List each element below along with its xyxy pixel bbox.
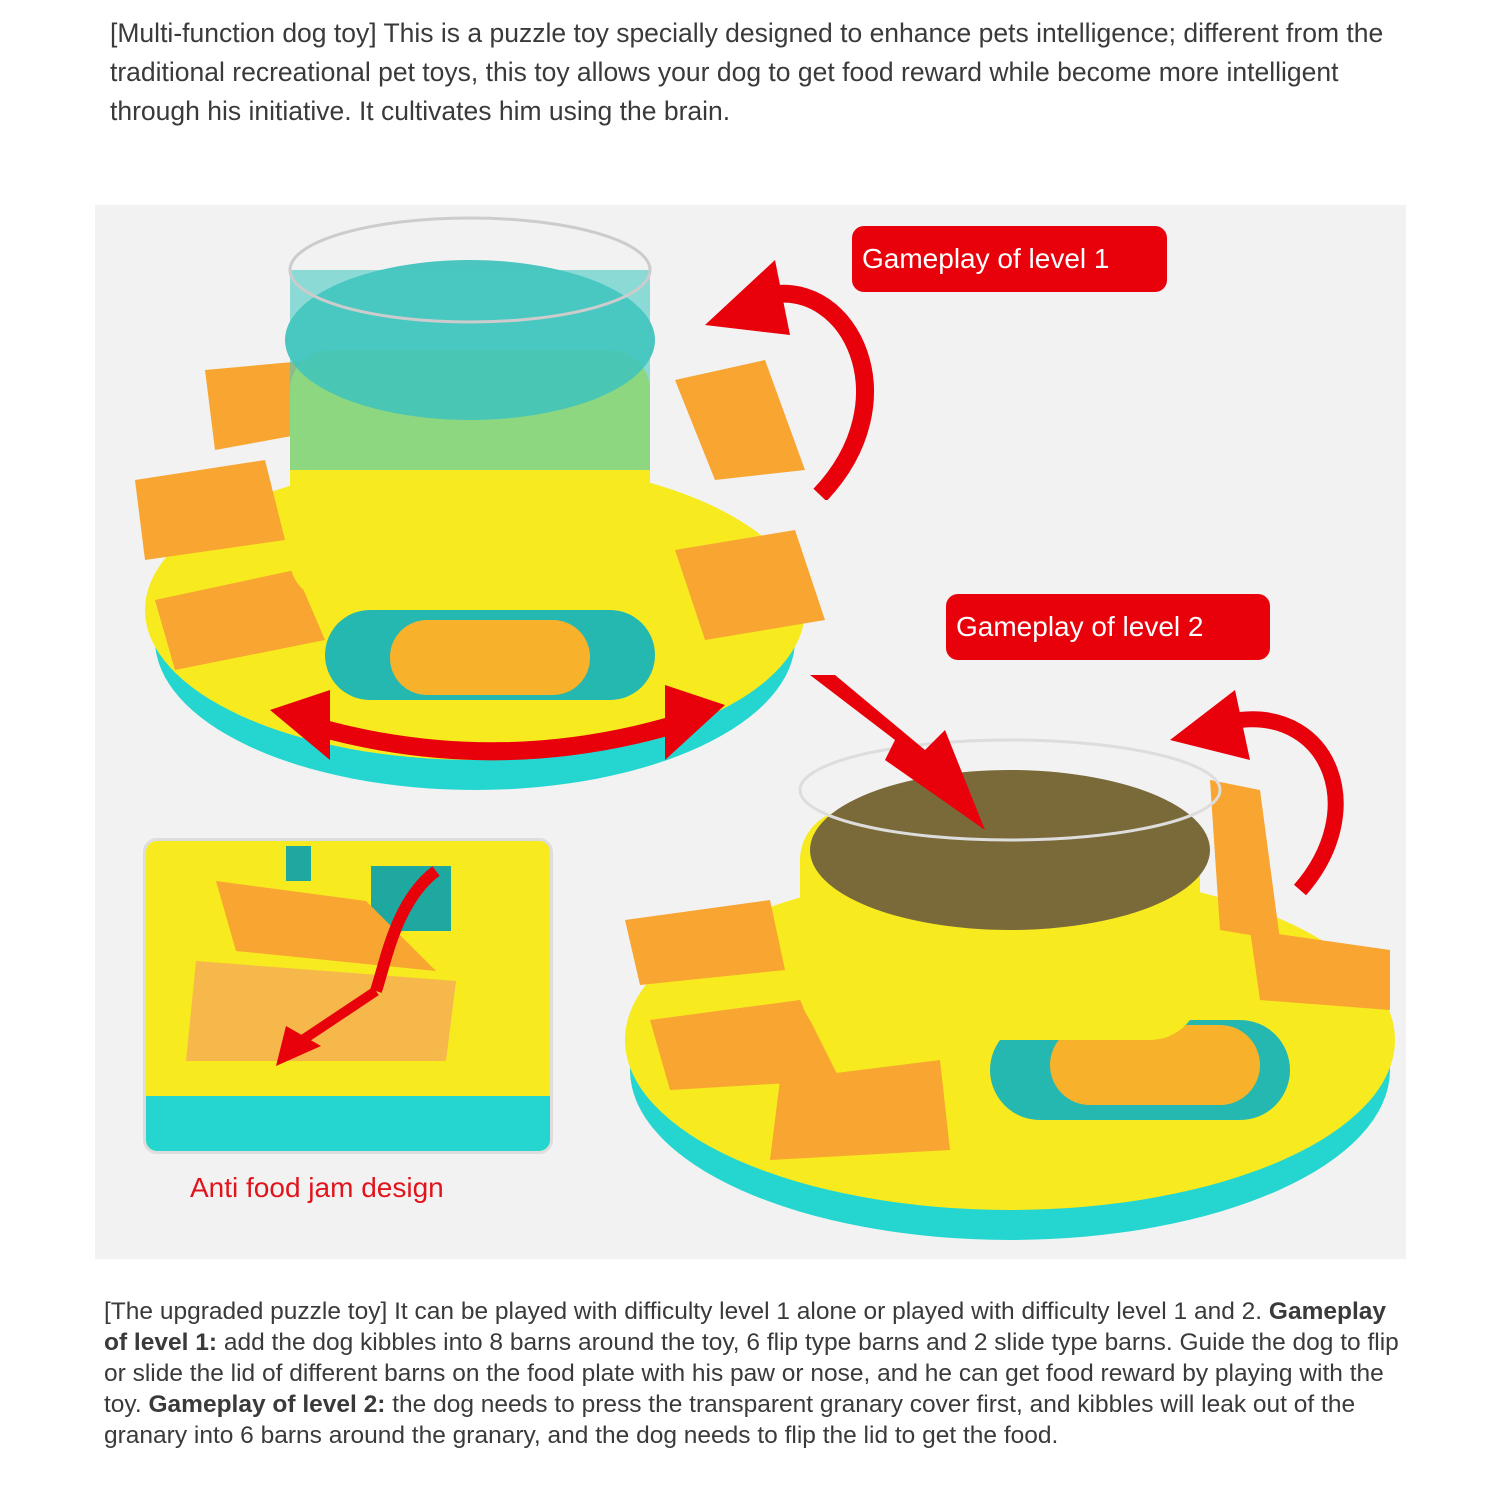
anti-jam-detail-image: [143, 838, 553, 1154]
description-text: [The upgraded puzzle toy] It can be play…: [104, 1296, 1404, 1451]
description-part2: add the dog kibbles into 8 barns around …: [104, 1329, 1399, 1418]
arrow-icon-level2-press: [810, 675, 985, 830]
arrow-icon-level2-flip: [1170, 690, 1344, 896]
description-part3: the dog needs to press the transparent g…: [104, 1391, 1356, 1449]
description-part1: [The upgraded puzzle toy] It can be play…: [104, 1298, 1269, 1325]
arrow-icon-level1-flip: [705, 260, 874, 500]
label-anti-food-jam: Anti food jam design: [190, 1172, 444, 1203]
description-heading-level2: Gameplay of level 2:: [148, 1391, 386, 1418]
intro-text: [Multi-function dog toy] This is a puzzl…: [110, 18, 1384, 126]
description-heading-level1: Gameplay of level 1:: [104, 1298, 1387, 1356]
label-gameplay-level2: Gameplay of level 2: [946, 594, 1270, 660]
toy-level1-illustration: [135, 216, 825, 790]
label-gameplay-level1: Gameplay of level 1: [852, 226, 1167, 292]
arrow-icon-level1-slide: [270, 685, 725, 761]
toy-level2-illustration: [625, 738, 1395, 1240]
